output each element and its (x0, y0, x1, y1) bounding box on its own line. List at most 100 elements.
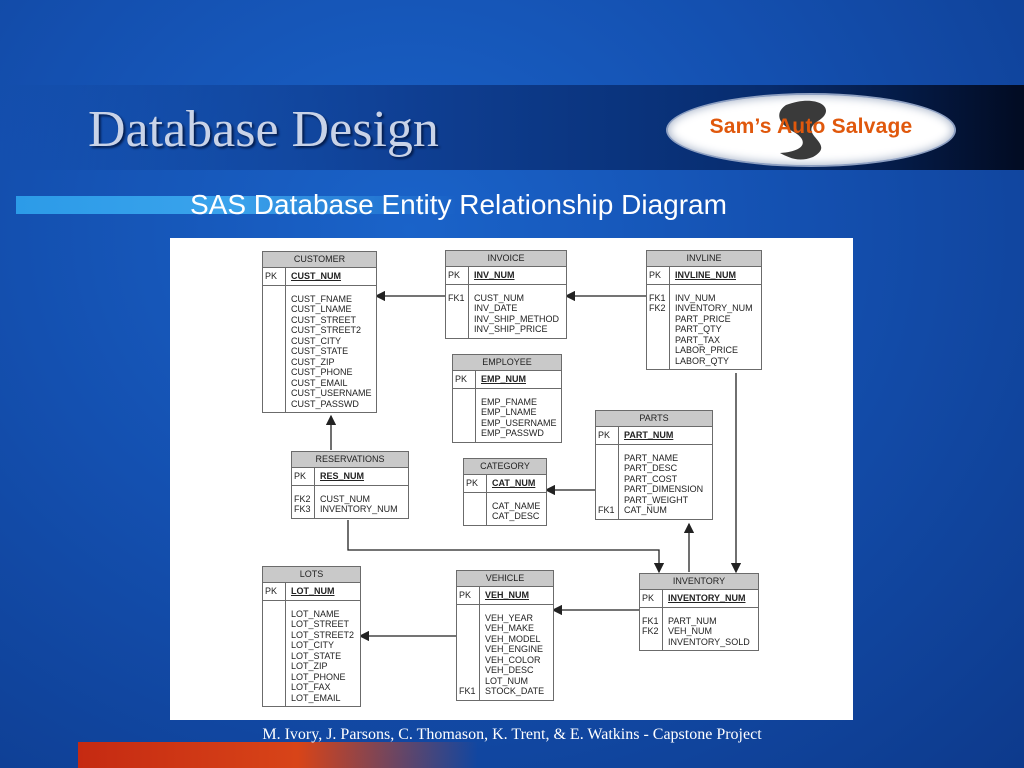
pk-label: PK (263, 583, 286, 600)
key-label (598, 474, 618, 485)
attribute-field: PART_NAME (624, 452, 679, 463)
foreign-key-column (263, 285, 286, 412)
key-label (649, 314, 669, 325)
key-label (448, 303, 468, 314)
entity-name: CATEGORY (464, 459, 546, 475)
pk-label: PK (464, 475, 487, 492)
key-label (459, 613, 479, 624)
attribute-field: PART_QTY (675, 324, 722, 334)
key-label (265, 304, 285, 315)
key-label (448, 324, 468, 335)
company-logo: Sam’s Auto Salvage (666, 93, 956, 167)
attribute-field: VEH_MAKE (485, 623, 535, 633)
key-label: FK2 (642, 626, 659, 636)
attribute-field: VEH_NUM (668, 626, 713, 636)
attribute-field: LOT_STREET (291, 619, 350, 629)
pk-label: PK (596, 427, 619, 444)
attribute-field: CUST_USERNAME (291, 388, 372, 398)
key-label (459, 655, 479, 666)
key-label: FK2 (649, 303, 666, 313)
key-label (459, 623, 479, 634)
key-label (265, 630, 285, 641)
attribute-field: CUST_FNAME (291, 293, 353, 304)
attribute-field: CUST_PHONE (291, 367, 353, 377)
key-label (265, 346, 285, 357)
attribute-field: PART_DIMENSION (624, 484, 704, 494)
key-label (265, 693, 285, 704)
attribute-field: CUST_PASSWD (291, 398, 359, 409)
primary-key-field: CUST_NUM (291, 271, 342, 281)
pk-label: PK (457, 587, 480, 604)
key-label (649, 324, 669, 335)
attribute-field: EMP_FNAME (481, 396, 538, 407)
attribute-field: VEH_MODEL (485, 633, 541, 644)
pk-label: PK (263, 268, 286, 285)
logo-text: Sam’s Auto Salvage (709, 115, 913, 138)
footer-accent-bar (78, 742, 478, 768)
primary-key-field: INVLINE_NUM (675, 270, 737, 280)
pk-label: PK (640, 590, 663, 607)
foreign-key-column (464, 492, 487, 525)
primary-key-field: INV_NUM (474, 270, 515, 280)
key-label: FK1 (598, 505, 615, 515)
attribute-field: CUST_STREET2 (291, 325, 362, 335)
attribute-field: VEH_ENGINE (485, 644, 544, 654)
foreign-key-column: FK1 (457, 604, 480, 700)
logo-swoosh-icon (779, 100, 827, 160)
foreign-key-column (263, 600, 286, 706)
key-label (265, 682, 285, 693)
attribute-field: INVENTORY_SOLD (668, 636, 750, 647)
key-label (448, 314, 468, 325)
key-label (265, 399, 285, 410)
attribute-field: PART_NUM (668, 615, 717, 626)
attribute-field: LOT_PHONE (291, 671, 346, 682)
key-label (265, 367, 285, 378)
key-label (459, 665, 479, 676)
attribute-field: LOT_NUM (485, 675, 529, 686)
slide-subtitle: SAS Database Entity Relationship Diagram (190, 189, 727, 220)
key-label (598, 453, 618, 464)
key-label (265, 640, 285, 651)
attribute-field: VEH_DESC (485, 665, 534, 675)
key-label (649, 345, 669, 356)
primary-key-field: RES_NUM (320, 471, 365, 481)
key-label (455, 428, 475, 439)
rel-reservations-inventory (347, 520, 665, 574)
key-label: FK1 (649, 292, 666, 303)
key-label (649, 335, 669, 346)
pk-label: PK (647, 267, 670, 284)
attribute-field: INVENTORY_NUM (675, 303, 753, 313)
key-label: FK3 (294, 504, 311, 514)
attribute-field: CUST_EMAIL (291, 377, 348, 388)
attribute-field: CAT_NAME (492, 500, 541, 511)
entity-name: VEHICLE (457, 571, 553, 587)
key-label (598, 484, 618, 495)
key-label (265, 651, 285, 662)
entity-name: INVOICE (446, 251, 566, 267)
pk-label: PK (446, 267, 469, 284)
key-label (265, 336, 285, 347)
key-label (459, 644, 479, 655)
slide-title: Database Design (88, 101, 439, 158)
key-label (455, 397, 475, 408)
attribute-field: INV_SHIP_METHOD (474, 313, 560, 324)
